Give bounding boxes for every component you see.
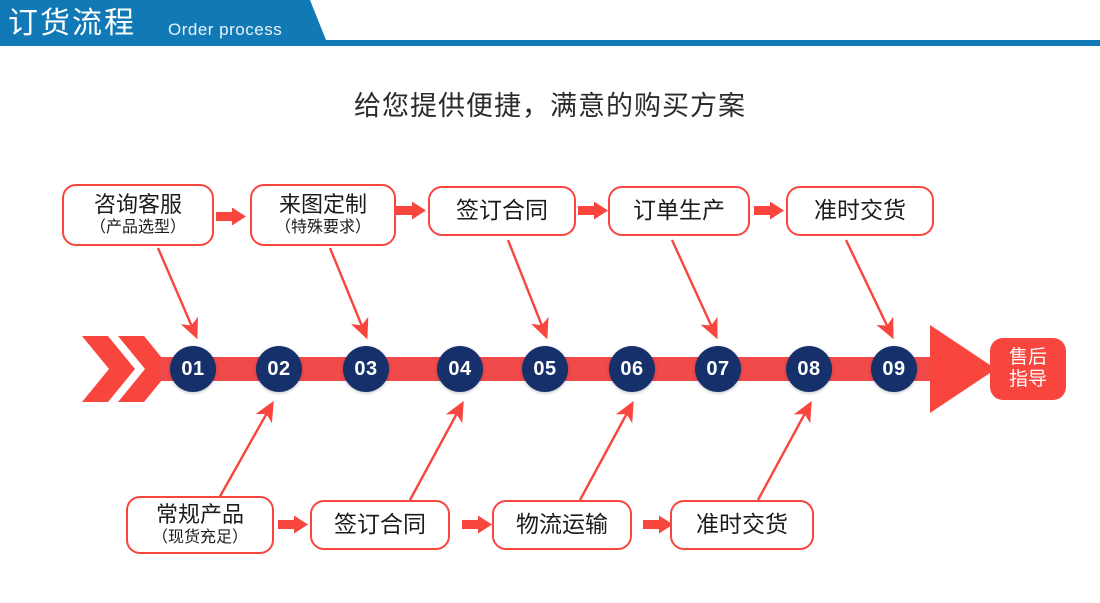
arrow-top-1-to-node-01 <box>156 247 198 340</box>
arrow-top-3-to-node-05 <box>506 239 549 340</box>
timeline-node-02[interactable]: 02 <box>256 346 302 392</box>
arrow-top-4-to-node-07 <box>670 239 718 340</box>
top-step-4-title: 订单生产 <box>633 197 725 224</box>
bottom-step-box-1[interactable]: 常规产品 （现货充足） <box>126 496 274 554</box>
timeline-node-03[interactable]: 03 <box>343 346 389 392</box>
bottom-step-box-4[interactable]: 准时交货 <box>670 500 814 550</box>
top-step-box-3[interactable]: 签订合同 <box>428 186 576 236</box>
arrow-bottom-4-to-node-08 <box>756 400 812 501</box>
arrow-bottom-1-to-node-02 <box>216 400 274 501</box>
bottom-step-box-2[interactable]: 签订合同 <box>310 500 450 550</box>
after-sales-line2: 指导 <box>1008 369 1047 390</box>
top-step-box-5[interactable]: 准时交货 <box>786 186 934 236</box>
timeline-node-08[interactable]: 08 <box>786 346 832 392</box>
connector-top-4 <box>754 201 784 220</box>
connector-top-3 <box>578 201 608 220</box>
timeline-arrowhead <box>930 325 996 413</box>
after-sales-badge[interactable]: 售后 指导 <box>990 338 1066 400</box>
bottom-step-4-title: 准时交货 <box>696 511 788 538</box>
bottom-step-1-title: 常规产品 <box>155 501 244 527</box>
timeline-node-05-label: 05 <box>533 357 557 380</box>
timeline-node-09-label: 09 <box>882 357 906 380</box>
bottom-step-3-title: 物流运输 <box>516 511 608 538</box>
arrow-bottom-3-to-node-06 <box>578 400 634 501</box>
bottom-step-2-title: 签订合同 <box>334 511 426 538</box>
top-step-box-4[interactable]: 订单生产 <box>608 186 750 236</box>
timeline-node-06-label: 06 <box>620 357 644 380</box>
top-step-3-title: 签订合同 <box>456 197 548 224</box>
top-step-1-title: 咨询客服 <box>93 191 182 217</box>
slogan-text: 给您提供便捷，满意的购买方案 <box>354 91 746 121</box>
top-step-2-note: （特殊要求） <box>274 219 371 237</box>
timeline-node-01[interactable]: 01 <box>170 346 216 392</box>
timeline-node-06[interactable]: 06 <box>609 346 655 392</box>
connector-bottom-1 <box>278 515 308 534</box>
top-step-2-title: 来图定制 <box>278 191 367 217</box>
bottom-step-1-note: （现货充足） <box>151 529 248 547</box>
timeline-node-03-label: 03 <box>354 357 378 380</box>
top-step-5-title: 准时交货 <box>814 197 906 224</box>
timeline-node-07[interactable]: 07 <box>695 346 741 392</box>
header-banner: 订货流程 Order process <box>0 0 1100 52</box>
page-title: 订货流程 <box>8 7 136 40</box>
top-step-1-note: （产品选型） <box>89 219 186 237</box>
header-banner-shape <box>0 0 1100 46</box>
after-sales-line1: 售后 <box>1008 346 1047 368</box>
arrow-bottom-2-to-node-04 <box>408 400 464 501</box>
timeline-node-08-label: 08 <box>797 357 821 380</box>
connector-top-1 <box>216 207 246 226</box>
bottom-step-box-3[interactable]: 物流运输 <box>492 500 632 550</box>
timeline-node-02-label: 02 <box>267 357 291 380</box>
timeline-node-09[interactable]: 09 <box>871 346 917 392</box>
page-subtitle-en: Order process <box>168 20 283 39</box>
timeline-node-05[interactable]: 05 <box>522 346 568 392</box>
connector-bottom-3 <box>643 515 673 534</box>
top-step-box-2[interactable]: 来图定制 （特殊要求） <box>250 184 396 246</box>
timeline-node-07-label: 07 <box>706 357 730 380</box>
arrow-top-5-to-node-09 <box>844 239 894 340</box>
top-step-box-1[interactable]: 咨询客服 （产品选型） <box>62 184 214 246</box>
connector-bottom-2 <box>462 515 492 534</box>
arrow-top-2-to-node-03 <box>328 247 369 340</box>
timeline-node-04-label: 04 <box>448 357 472 380</box>
connector-top-2 <box>396 201 426 220</box>
chevron-tail-icon <box>82 336 171 402</box>
timeline-node-04[interactable]: 04 <box>437 346 483 392</box>
timeline-node-01-label: 01 <box>181 357 205 380</box>
